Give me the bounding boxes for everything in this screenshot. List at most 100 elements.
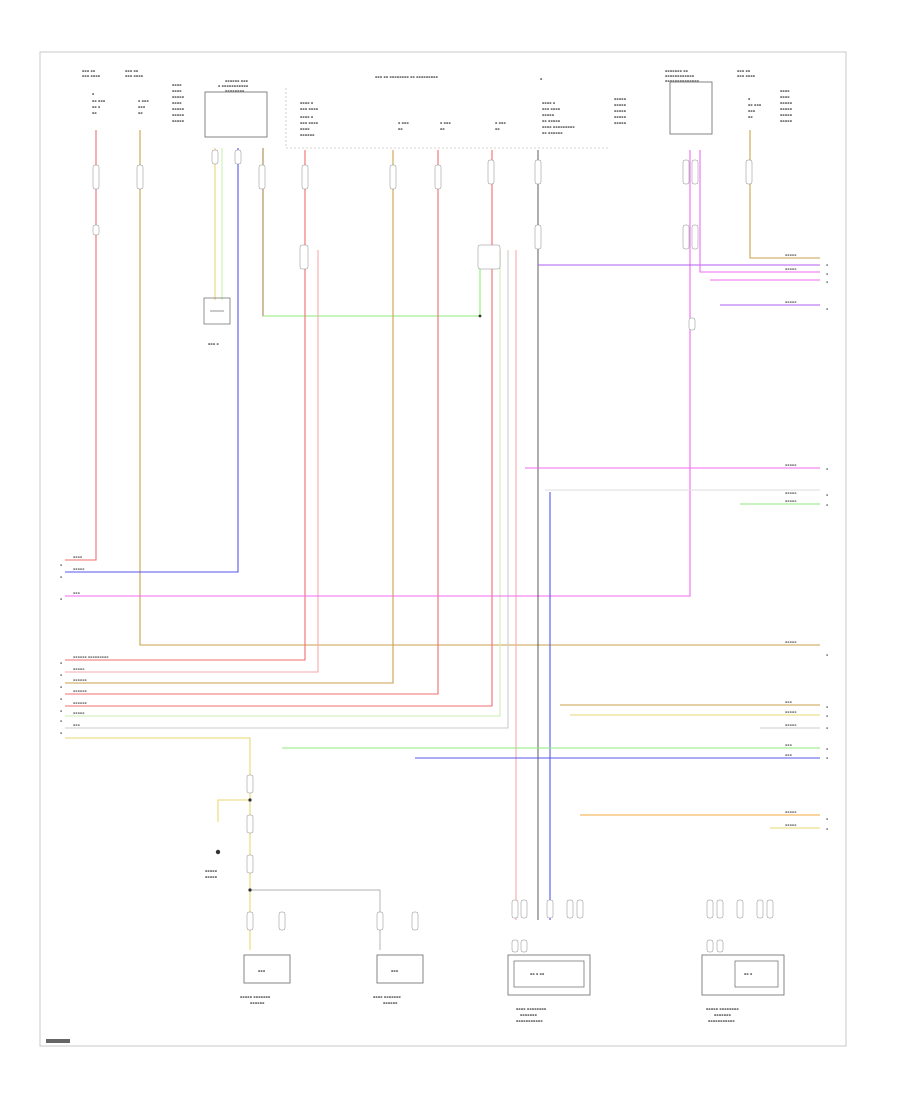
svg-text:▪▪▪: ▪▪▪	[785, 743, 792, 747]
connector-icon	[706, 939, 714, 953]
svg-text:▪▪▪▪: ▪▪▪▪	[300, 127, 310, 131]
connector-icon	[576, 899, 584, 919]
svg-text:▪▪▪▪▪▪: ▪▪▪▪▪▪	[73, 701, 87, 705]
svg-text:▪▪▪▪▪: ▪▪▪▪▪	[205, 875, 218, 879]
svg-text:▪▪▪▪ ▪▪▪▪▪▪▪▪: ▪▪▪▪ ▪▪▪▪▪▪▪▪	[516, 1007, 547, 1011]
svg-text:▪: ▪	[826, 726, 828, 730]
svg-text:▪▪▪▪▪: ▪▪▪▪▪	[780, 113, 793, 117]
svg-text:▪▪▪ ▪▪: ▪▪▪ ▪▪	[82, 69, 96, 73]
svg-text:▪: ▪	[60, 661, 62, 665]
wire-gray-2	[65, 250, 509, 729]
svg-text:▪▪▪▪▪: ▪▪▪▪▪	[785, 499, 797, 503]
svg-text:▪▪▪ ▪▪▪▪: ▪▪▪ ▪▪▪▪	[125, 74, 144, 78]
svg-text:▪: ▪	[60, 719, 62, 723]
svg-text:▪: ▪	[826, 827, 828, 831]
reference-mark	[46, 1039, 70, 1043]
svg-text:▪▪▪▪▪: ▪▪▪▪▪	[172, 107, 185, 111]
connector-icon	[716, 939, 724, 953]
svg-text:▪: ▪	[60, 685, 62, 689]
svg-text:▪: ▪	[826, 705, 828, 709]
svg-text:▪▪▪▪▪: ▪▪▪▪▪	[73, 567, 85, 571]
wire-red-2	[65, 150, 306, 661]
svg-text:▪▪▪: ▪▪▪	[258, 969, 266, 973]
svg-text:▪▪ ▪▪▪: ▪▪ ▪▪▪	[748, 103, 762, 107]
svg-text:▪▪▪▪▪: ▪▪▪▪▪	[780, 101, 793, 105]
svg-text:▪ ▪▪▪: ▪ ▪▪▪	[440, 121, 451, 125]
connector-icon	[566, 899, 574, 919]
svg-text:▪▪▪▪ ▪: ▪▪▪▪ ▪	[542, 101, 556, 105]
svg-text:▪▪▪▪▪▪: ▪▪▪▪▪▪	[73, 689, 87, 693]
connector-icon	[691, 224, 699, 250]
svg-text:▪▪▪▪▪: ▪▪▪▪▪	[614, 121, 627, 125]
svg-text:▪▪▪: ▪▪▪	[785, 700, 792, 704]
module-upper-left: ▪▪▪▪▪▪ ▪▪▪ ▪ ▪▪▪▪▪▪▪▪▪▪▪ ▪▪▪▪▪▪▪▪	[204, 79, 268, 138]
svg-text:▪▪▪▪▪: ▪▪▪▪▪	[172, 95, 185, 99]
svg-text:▪▪▪▪▪: ▪▪▪▪▪	[785, 300, 797, 304]
svg-text:▪▪▪▪▪▪: ▪▪▪▪▪▪	[383, 1001, 398, 1005]
connector-icon	[534, 224, 542, 250]
wire-magenta-main	[65, 150, 691, 597]
diagram-frame	[39, 51, 847, 1047]
svg-text:▪: ▪	[826, 817, 828, 821]
svg-text:▪: ▪	[92, 92, 95, 96]
svg-text:▪▪▪▪▪▪▪▪▪▪▪: ▪▪▪▪▪▪▪▪▪▪▪	[708, 1019, 735, 1023]
connector-icon	[706, 899, 714, 919]
fuse-right: ▪▪▪ ▪▪ ▪▪▪ ▪▪▪▪ ▪ ▪▪ ▪▪▪ ▪▪▪ ▪▪ ▪▪▪▪ ▪▪▪…	[737, 69, 793, 123]
svg-text:▪: ▪	[60, 731, 62, 735]
svg-text:▪▪▪▪▪: ▪▪▪▪▪	[785, 810, 797, 814]
connector-icon	[246, 854, 254, 874]
svg-text:▪▪▪▪▪: ▪▪▪▪▪	[785, 491, 797, 495]
splices	[248, 314, 482, 892]
wire-red-3	[65, 150, 439, 695]
svg-text:▪▪: ▪▪	[92, 111, 97, 115]
wire-red-1	[65, 130, 97, 561]
svg-text:▪▪ ▪▪▪▪▪▪: ▪▪ ▪▪▪▪▪▪	[542, 131, 563, 135]
svg-text:▪: ▪	[826, 747, 828, 751]
svg-text:▪▪▪▪▪▪▪▪▪▪▪▪: ▪▪▪▪▪▪▪▪▪▪▪▪	[665, 74, 695, 78]
connector-icon	[411, 911, 419, 931]
connector-icon	[136, 164, 144, 190]
svg-text:▪: ▪	[826, 493, 828, 497]
svg-text:▪▪▪ ▪▪: ▪▪▪ ▪▪	[125, 69, 139, 73]
svg-text:▪▪▪▪▪▪ ▪▪▪▪▪▪▪▪▪: ▪▪▪▪▪▪ ▪▪▪▪▪▪▪▪▪	[73, 655, 109, 659]
svg-text:▪▪▪: ▪▪▪	[391, 969, 399, 973]
connector-icon	[756, 899, 764, 919]
svg-text:▪▪▪ ▪▪▪▪: ▪▪▪ ▪▪▪▪	[737, 74, 756, 78]
svg-text:▪▪▪: ▪▪▪	[73, 723, 80, 727]
svg-text:▪▪▪ ▪▪▪▪: ▪▪▪ ▪▪▪▪	[542, 107, 561, 111]
wire-yellow-6	[65, 737, 251, 950]
svg-text:▪▪▪▪▪: ▪▪▪▪▪	[785, 710, 797, 714]
svg-text:▪▪▪▪▪▪▪: ▪▪▪▪▪▪▪	[714, 1013, 732, 1017]
wire-tan-3	[749, 130, 820, 259]
svg-text:▪▪▪: ▪▪▪	[138, 105, 146, 109]
svg-text:▪▪▪▪▪ ▪▪▪▪▪▪▪▪: ▪▪▪▪▪ ▪▪▪▪▪▪▪▪	[706, 1007, 739, 1011]
connector-icon	[766, 899, 774, 919]
svg-text:▪▪ ▪▪▪▪▪: ▪▪ ▪▪▪▪▪	[542, 119, 561, 123]
connector-icon	[520, 939, 528, 953]
connector-icon	[301, 164, 309, 190]
svg-text:▪▪ ▪: ▪▪ ▪	[92, 105, 101, 109]
svg-text:▪▪▪▪▪▪▪▪▪▪▪: ▪▪▪▪▪▪▪▪▪▪▪	[516, 1019, 543, 1023]
svg-text:▪▪▪▪▪▪: ▪▪▪▪▪▪	[250, 1001, 265, 1005]
svg-text:▪▪: ▪▪	[748, 115, 753, 119]
wire-red-4	[65, 150, 493, 707]
connector-icon	[534, 159, 542, 185]
svg-text:▪▪▪: ▪▪▪	[785, 753, 792, 757]
svg-text:▪▪▪▪▪: ▪▪▪▪▪	[785, 463, 797, 467]
svg-text:▪▪▪▪▪: ▪▪▪▪▪	[785, 253, 797, 257]
connector-icon	[511, 899, 519, 919]
svg-text:▪▪▪▪▪: ▪▪▪▪▪	[172, 113, 185, 117]
svg-text:▪: ▪	[826, 756, 828, 760]
connector-icon	[691, 159, 699, 185]
svg-text:▪▪▪▪▪: ▪▪▪▪▪	[785, 723, 797, 727]
svg-text:▪▪▪▪▪▪▪ ▪▪: ▪▪▪▪▪▪▪ ▪▪	[665, 69, 689, 73]
wire-tan-1	[139, 130, 820, 646]
svg-text:▪▪: ▪▪	[138, 111, 143, 115]
svg-text:▪: ▪	[60, 575, 62, 579]
ground-icon: ▪▪▪ ▪	[203, 297, 231, 346]
svg-text:▪▪▪▪▪: ▪▪▪▪▪	[172, 119, 185, 123]
svg-text:▪▪▪▪: ▪▪▪▪	[172, 101, 182, 105]
assembly-left: ▪▪ ▪ ▪▪ ▪▪▪▪ ▪▪▪▪▪▪▪▪ ▪▪▪▪▪▪▪ ▪▪▪▪▪▪▪▪▪▪…	[507, 954, 591, 1023]
ground-icon: ▪▪▪▪▪ ▪▪▪▪▪	[205, 849, 221, 879]
svg-text:▪▪: ▪▪	[398, 127, 403, 131]
